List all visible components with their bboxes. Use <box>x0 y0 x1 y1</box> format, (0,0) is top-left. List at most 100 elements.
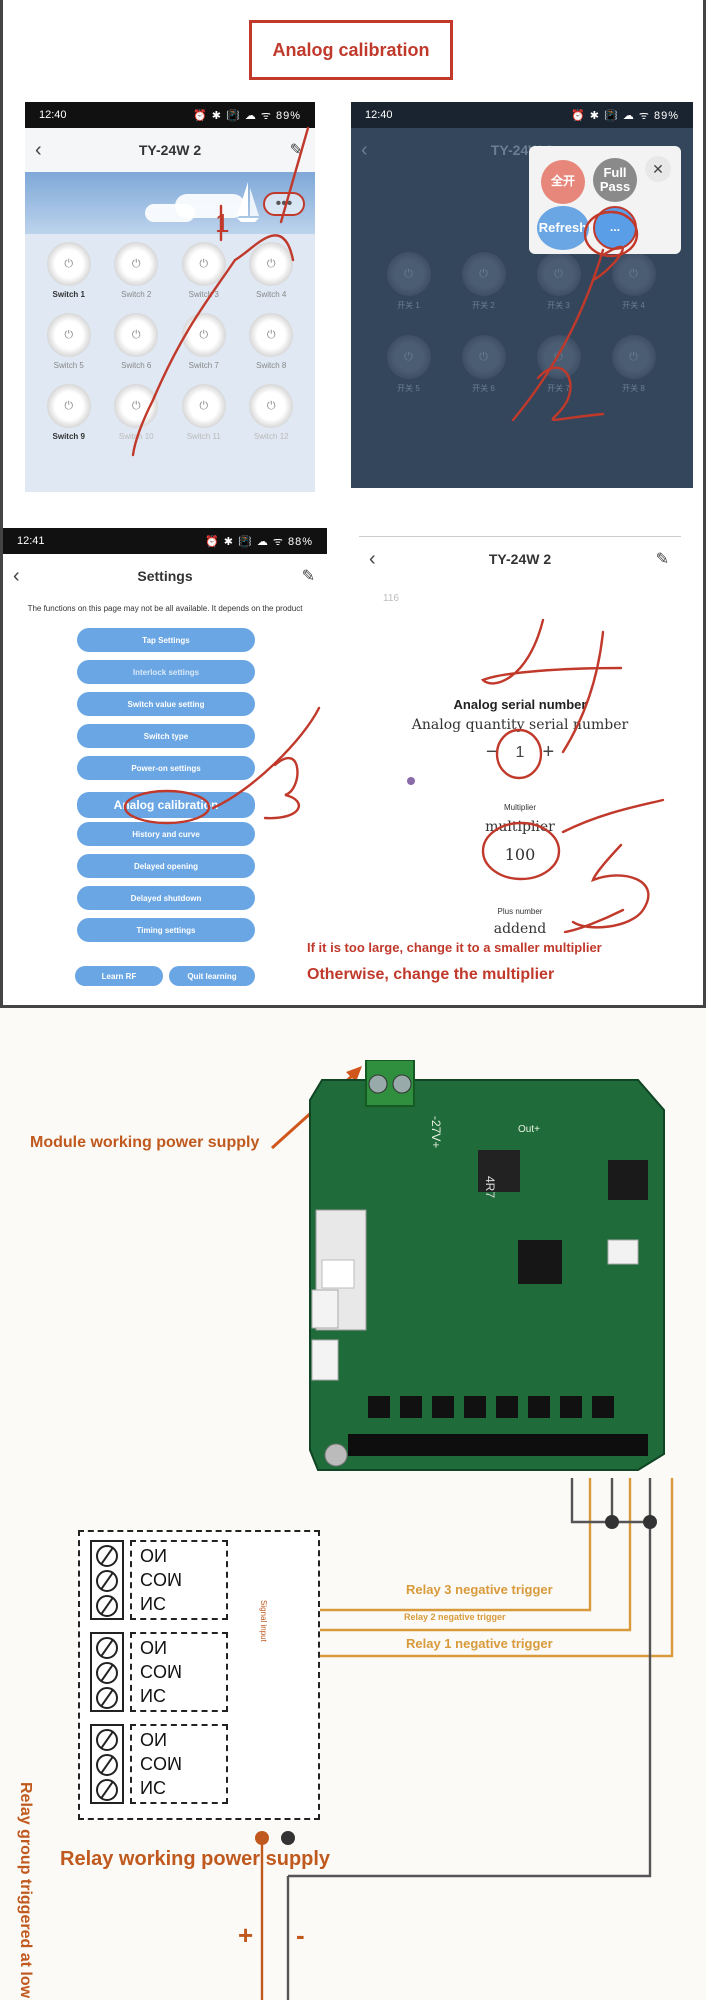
relay3-trigger-label: Relay 3 negative trigger <box>406 1582 553 1597</box>
switch-label: 开关 8 <box>622 384 645 393</box>
serial-label-alt: Analog quantity serial number <box>411 717 629 733</box>
settings-item[interactable]: Switch type <box>77 724 255 748</box>
settings-item[interactable]: Delayed shutdown <box>77 886 255 910</box>
device-title: TY-24W 2 <box>138 142 202 158</box>
switch-item[interactable]: ⏻Switch 5 <box>35 313 103 370</box>
relay-group-label: Relay group triggered at low level <box>17 1782 34 2000</box>
switch-label: 开关 7 <box>547 384 570 393</box>
annotation-1: 1 <box>215 208 229 238</box>
settings-title: Settings <box>137 568 193 584</box>
status-icons: ⏰ ✱ 📳 ☁ ᯤ 89% <box>193 109 301 122</box>
full-pass-button[interactable]: Full Pass <box>593 158 637 202</box>
nav-bar: ‹ TY-24W 2 ✎ <box>25 128 315 172</box>
settings-item[interactable]: Switch value setting <box>77 692 255 716</box>
power-icon[interactable]: ⏻ <box>46 242 91 286</box>
switch-item[interactable]: ⏻ Switch 6 <box>103 313 171 370</box>
controller-board: -27V+ 4R7 Out+ <box>308 1059 668 1480</box>
slider-dot[interactable] <box>407 777 415 785</box>
relay-terminal <box>90 1540 124 1620</box>
switch-item: ⏻开关 6 <box>446 335 521 394</box>
multiplier-section: Multiplier multiplier 100 <box>397 799 643 869</box>
switch-item[interactable]: ⏻ Switch 1 <box>35 242 103 299</box>
minus-button[interactable]: − <box>485 741 498 763</box>
pin-header <box>348 1434 648 1456</box>
power-icon[interactable]: ⏻ <box>181 313 226 357</box>
switch-label: Switch 12 <box>253 432 289 441</box>
nav-bar: ‹ TY-24W 2 ✎ <box>359 537 681 581</box>
hint-change-multiplier: Otherwise, change the multiplier <box>307 966 555 983</box>
switch-item: ⏻开关 3 <box>521 252 596 311</box>
switch-label: Switch 1 <box>52 290 85 299</box>
relay-nc-label: NC <box>140 1593 166 1613</box>
relay1-trigger-label: Relay 1 negative trigger <box>406 1636 553 1651</box>
screen-device-home: 12:40 ⏰ ✱ 📳 ☁ ᯤ 89% ‹ TY-24W 2 ✎ ••• ⏻Sw… <box>25 102 315 492</box>
switch-item[interactable]: ⏻Switch 2 <box>103 242 171 299</box>
minus-terminal-label: - <box>296 1920 305 1950</box>
analog-calibration-button[interactable]: Analog calibration <box>77 792 255 818</box>
guide-title: Analog calibration <box>249 20 453 80</box>
switch-item[interactable]: ⏻Switch 3 <box>170 242 238 299</box>
serial-value[interactable]: 1 <box>515 743 525 761</box>
switch-item[interactable]: ⏻Switch 8 <box>238 313 306 370</box>
power-icon[interactable]: ⏻ <box>249 242 294 286</box>
plus-terminal-label: + <box>238 1920 254 1950</box>
switch-label: Switch 9 <box>52 432 85 441</box>
power-icon[interactable]: ⏻ <box>114 242 159 286</box>
power-icon[interactable]: ⏻ <box>181 242 226 286</box>
plus-button[interactable]: + <box>542 741 555 763</box>
settings-item[interactable]: Power-on settings <box>77 756 255 780</box>
switch-item[interactable]: ⏻ Switch 9 <box>35 384 103 441</box>
handwritten-annotations: 1 <box>123 126 665 934</box>
status-time: 12:40 <box>39 109 67 121</box>
status-time: 12:41 <box>17 535 45 547</box>
settings-item[interactable]: Delayed opening <box>77 854 255 878</box>
back-icon[interactable]: ‹ <box>369 547 376 570</box>
switch-item[interactable]: ⏻ Switch 4 <box>238 242 306 299</box>
settings-item[interactable]: History and curve <box>77 822 255 846</box>
settings-item[interactable]: Interlock settings <box>77 660 255 684</box>
sailboat-icon <box>237 182 259 222</box>
relay-contacts: ON COM NC <box>130 1724 228 1804</box>
channel-number: 116 <box>383 593 399 604</box>
switch-item[interactable]: ⏻ Switch 12 <box>238 384 306 441</box>
addend-input[interactable]: addend <box>493 921 547 937</box>
settings-item[interactable]: Tap Settings <box>77 628 255 652</box>
multiplier-input[interactable]: 100 <box>504 845 536 864</box>
power-icon[interactable]: ⏻ <box>181 384 226 428</box>
switch-label: Switch 4 <box>256 290 287 299</box>
switch-label: Switch 11 <box>186 432 221 441</box>
status-time: 12:40 <box>365 109 393 121</box>
learn-rf-button[interactable]: Learn RF <box>75 966 163 986</box>
back-icon[interactable]: ‹ <box>13 564 20 587</box>
all-on-button[interactable]: 全开 <box>541 160 585 204</box>
switch-label: 开关 6 <box>472 384 495 393</box>
back-icon[interactable]: ‹ <box>35 138 42 161</box>
edit-icon[interactable]: ✎ <box>301 568 315 585</box>
back-icon[interactable]: ‹ <box>361 138 368 161</box>
refresh-button[interactable]: Refresh <box>537 206 589 250</box>
power-icon[interactable]: ⏻ <box>114 313 159 357</box>
power-icon[interactable]: ⏻ <box>46 384 91 428</box>
relay-nc-label: NC <box>140 1777 166 1797</box>
switch-label: 开关 2 <box>472 301 495 310</box>
close-icon[interactable]: ✕ <box>645 156 671 182</box>
power-icon[interactable]: ⏻ <box>249 384 294 428</box>
switch-item: ⏻开关 1 <box>371 252 446 311</box>
relay-module: ON COM NC ON COM NC ON COM NC <box>78 1530 320 1820</box>
edit-icon[interactable]: ✎ <box>655 551 669 568</box>
power-icon[interactable]: ⏻ <box>46 313 91 357</box>
settings-item[interactable]: Timing settings <box>77 918 255 942</box>
status-icons: ⏰ ✱ 📳 ☁ ᯤ 88% <box>205 535 313 548</box>
switch-label: Switch 6 <box>121 361 152 370</box>
power-icon[interactable]: ⏻ <box>249 313 294 357</box>
switch-item[interactable]: ⏻Switch 7 <box>170 313 238 370</box>
board-out-mark: Out+ <box>518 1124 540 1135</box>
switch-item[interactable]: ⏻ Switch 11 <box>170 384 238 441</box>
power-icon: ⏻ <box>461 252 506 296</box>
board-inductor-mark: 4R7 <box>483 1176 497 1198</box>
quit-learning-button[interactable]: Quit learning <box>169 966 255 986</box>
board-graphic: -27V+ 4R7 Out+ <box>309 1059 665 1471</box>
device-title: TY-24W 2 <box>488 551 552 567</box>
power-icon: ⏻ <box>386 252 431 296</box>
switch-item: ⏻开关 5 <box>371 335 446 394</box>
